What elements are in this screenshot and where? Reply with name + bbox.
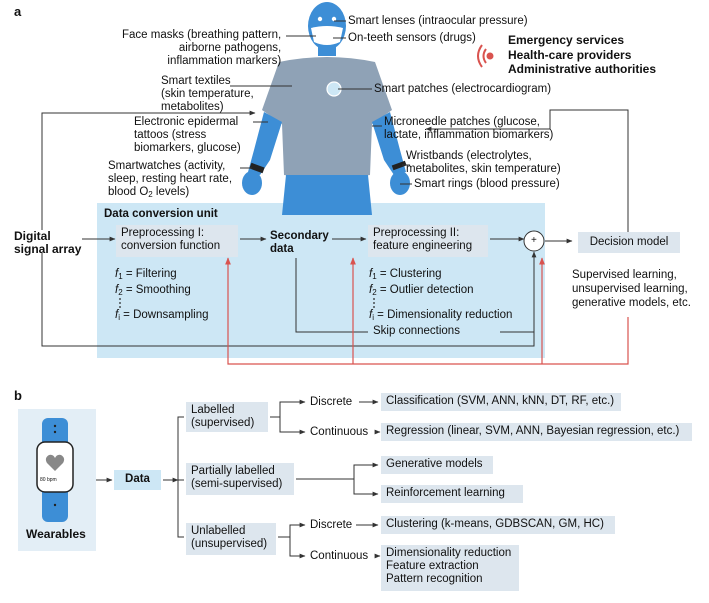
f-outlier: f2 = Outlier detection xyxy=(369,284,474,297)
panel-label-a: a xyxy=(14,4,22,19)
f-smoothing: f2 = Smoothing xyxy=(115,284,191,297)
digital-signal-array: Digital signal array xyxy=(14,229,82,256)
wireless-signal-icon xyxy=(477,44,494,68)
preprocessing-1-box: Preprocessing I: conversion function xyxy=(116,225,238,257)
sensor-leaders xyxy=(230,20,412,185)
unsupervised-continuous-box: Dimensionality reduction Feature extract… xyxy=(381,545,519,591)
dcu-title: Data conversion unit xyxy=(104,208,218,220)
wristband-icon xyxy=(391,160,407,171)
labelled-continuous: Continuous xyxy=(310,426,369,438)
watch-bpm: 80 bpm xyxy=(40,477,57,483)
model-types: Supervised learning, unsupervised learni… xyxy=(572,269,691,309)
plus-sign: + xyxy=(531,235,537,246)
smart-patches-text: Smart patches (electrocardiogram) xyxy=(374,83,552,95)
wristband-text: Wristbands (electrolytes, metabolites, s… xyxy=(406,150,561,175)
regression-box: Regression (linear, SVM, ANN, Bayesian r… xyxy=(381,423,692,441)
epidermal-tattoo-text: Electronic epidermal tattoos (stress bio… xyxy=(134,116,241,154)
unlabelled-continuous: Continuous xyxy=(310,550,369,562)
unlabelled-discrete: Discrete xyxy=(310,519,353,531)
preprocessing-2-box: Preprocessing II: feature engineering xyxy=(368,225,488,257)
smart-lenses-text: Smart lenses (intraocular pressure) xyxy=(348,15,528,27)
alert-recipients: Emergency services Health-care providers… xyxy=(508,33,657,76)
f-filtering: f1 = Filtering xyxy=(115,268,177,281)
on-teeth-text: On-teeth sensors (drugs) xyxy=(348,32,476,44)
labelled-discrete: Discrete xyxy=(310,396,353,408)
clustering-box: Clustering (k-means, GDBSCAN, GM, HC) xyxy=(381,516,615,534)
f-downsampling: fi = Downsampling xyxy=(115,309,209,322)
reinforcement-box: Reinforcement learning xyxy=(381,485,523,503)
data-box: Data xyxy=(114,470,161,490)
unlabelled-box: Unlabelled (unsupervised) xyxy=(186,523,276,555)
smartwatch-icon xyxy=(249,162,265,174)
wearable-device-icon xyxy=(36,418,74,522)
face-mask-icon xyxy=(311,26,343,45)
generative-box: Generative models xyxy=(381,456,493,474)
smart-rings-text: Smart rings (blood pressure) xyxy=(414,178,560,190)
wearables-label: Wearables xyxy=(26,527,86,541)
smartwatch-text: Smartwatches (activity, sleep, resting h… xyxy=(108,160,233,199)
decision-model-box: Decision model xyxy=(578,232,680,253)
classification-box: Classification (SVM, ANN, kNN, DT, RF, e… xyxy=(381,393,621,411)
panel-label-b: b xyxy=(14,388,22,403)
f-clustering: f1 = Clustering xyxy=(369,268,442,281)
labelled-box: Labelled (supervised) xyxy=(186,402,268,432)
smart-textiles-text: Smart textiles (skin temperature, metabo… xyxy=(161,75,254,113)
secondary-data: Secondary data xyxy=(270,230,329,255)
skip-connections: Skip connections xyxy=(371,325,462,338)
f-dimensionality: fi = Dimensionality reduction xyxy=(369,309,513,322)
microneedle-text: Microneedle patches (glucose, lactate, i… xyxy=(384,116,554,141)
partial-box: Partially labelled (semi-supervised) xyxy=(186,463,294,495)
face-mask-text: Face masks (breathing pattern, airborne … xyxy=(122,29,282,67)
